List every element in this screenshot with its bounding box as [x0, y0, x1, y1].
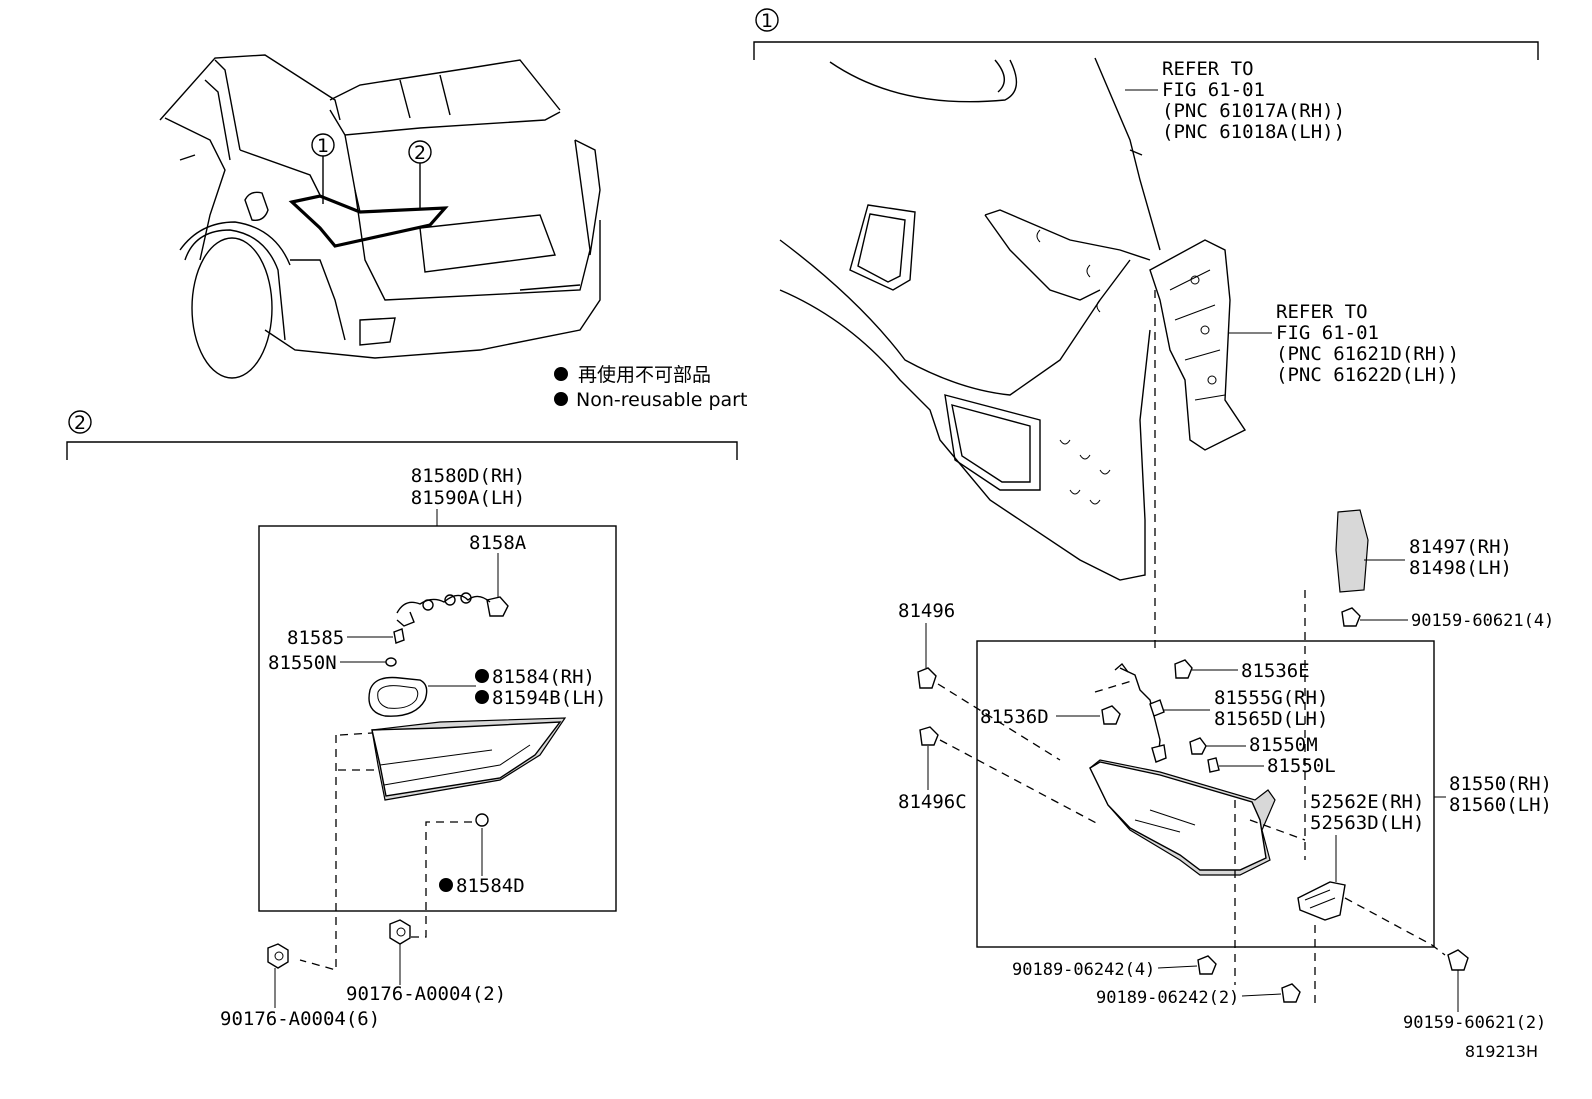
legend-japanese: 再使用不可部品 [578, 364, 711, 386]
ref-upper-line-1: REFER TO [1162, 58, 1254, 80]
label-90159-60621-2: 90159-60621(2) [1403, 1013, 1546, 1033]
section-1: 1 REFER TO FIG 61-01 (PNC 61017A(RH)) (P… [753, 8, 1554, 1033]
non-reusable-dot-icon [475, 690, 489, 704]
label-81585: 81585 [287, 627, 344, 649]
ref-lower-line-2: FIG 61-01 [1276, 322, 1379, 344]
label-90176-a0004-6: 90176-A0004(6) [220, 1008, 380, 1030]
label-81536d: 81536D [980, 706, 1049, 728]
label-81496c: 81496C [898, 791, 967, 813]
label-81565d-lh: 81565D(LH) [1214, 708, 1328, 730]
non-reusable-dot-icon [554, 367, 568, 381]
assembly-box-2 [258, 525, 617, 912]
ref-upper-line-3: (PNC 61017A(RH)) [1162, 100, 1345, 122]
label-52563d-lh: 52563D(LH) [1310, 812, 1424, 834]
label-81550m: 81550M [1249, 734, 1318, 756]
ref-lower-line-1: REFER TO [1276, 301, 1368, 323]
label-81550-rh: 81550(RH) [1449, 773, 1552, 795]
ref-lower-line-3: (PNC 61621D(RH)) [1276, 343, 1459, 365]
label-81594b-lh: 81594B(LH) [492, 687, 606, 709]
label-90189-06242-2: 90189-06242(2) [1096, 988, 1239, 1008]
non-reusable-dot-icon [439, 878, 453, 892]
label-81550n: 81550N [268, 652, 337, 674]
callout-1-header: 1 [761, 10, 773, 32]
label-81584-rh: 81584(RH) [492, 666, 595, 688]
legend: 再使用不可部品 Non-reusable part [554, 364, 747, 411]
label-81496: 81496 [898, 600, 955, 622]
ref-lower-line-4: (PNC 61622D(LH)) [1276, 364, 1459, 386]
label-81580d-rh: 81580D(RH) [411, 465, 525, 487]
callout-2-header: 2 [74, 412, 86, 434]
label-81497-rh: 81497(RH) [1409, 536, 1512, 558]
label-90176-a0004-2: 90176-A0004(2) [346, 983, 506, 1005]
label-90189-06242-4: 90189-06242(4) [1012, 960, 1155, 980]
label-81590a-lh: 81590A(LH) [411, 487, 525, 509]
legend-english: Non-reusable part [576, 389, 747, 411]
non-reusable-dot-icon [554, 392, 568, 406]
label-81584d: 81584D [456, 875, 525, 897]
ref-upper-line-2: FIG 61-01 [1162, 79, 1265, 101]
label-81560-lh: 81560(LH) [1449, 794, 1552, 816]
vehicle-overview: 1 2 [159, 54, 601, 379]
illustration-id: 819213H [1465, 1042, 1538, 1061]
callout-1-overview: 1 [317, 135, 329, 157]
label-81550l: 81550L [1267, 755, 1336, 777]
label-52562e-rh: 52562E(RH) [1310, 791, 1424, 813]
callout-2-overview: 2 [414, 142, 426, 164]
assembly-box-1 [976, 640, 1435, 948]
non-reusable-dot-icon [475, 669, 489, 683]
section-2: 2 81580D(RH) 81590A(LH) 8158A 81585 8155… [66, 410, 738, 1030]
label-90159-60621-4: 90159-60621(4) [1411, 611, 1554, 631]
label-8158a: 8158A [469, 532, 527, 554]
label-81536e: 81536E [1241, 660, 1310, 682]
ref-upper-line-4: (PNC 61018A(LH)) [1162, 121, 1345, 143]
label-81555g-rh: 81555G(RH) [1214, 687, 1328, 709]
label-81498-lh: 81498(LH) [1409, 557, 1512, 579]
